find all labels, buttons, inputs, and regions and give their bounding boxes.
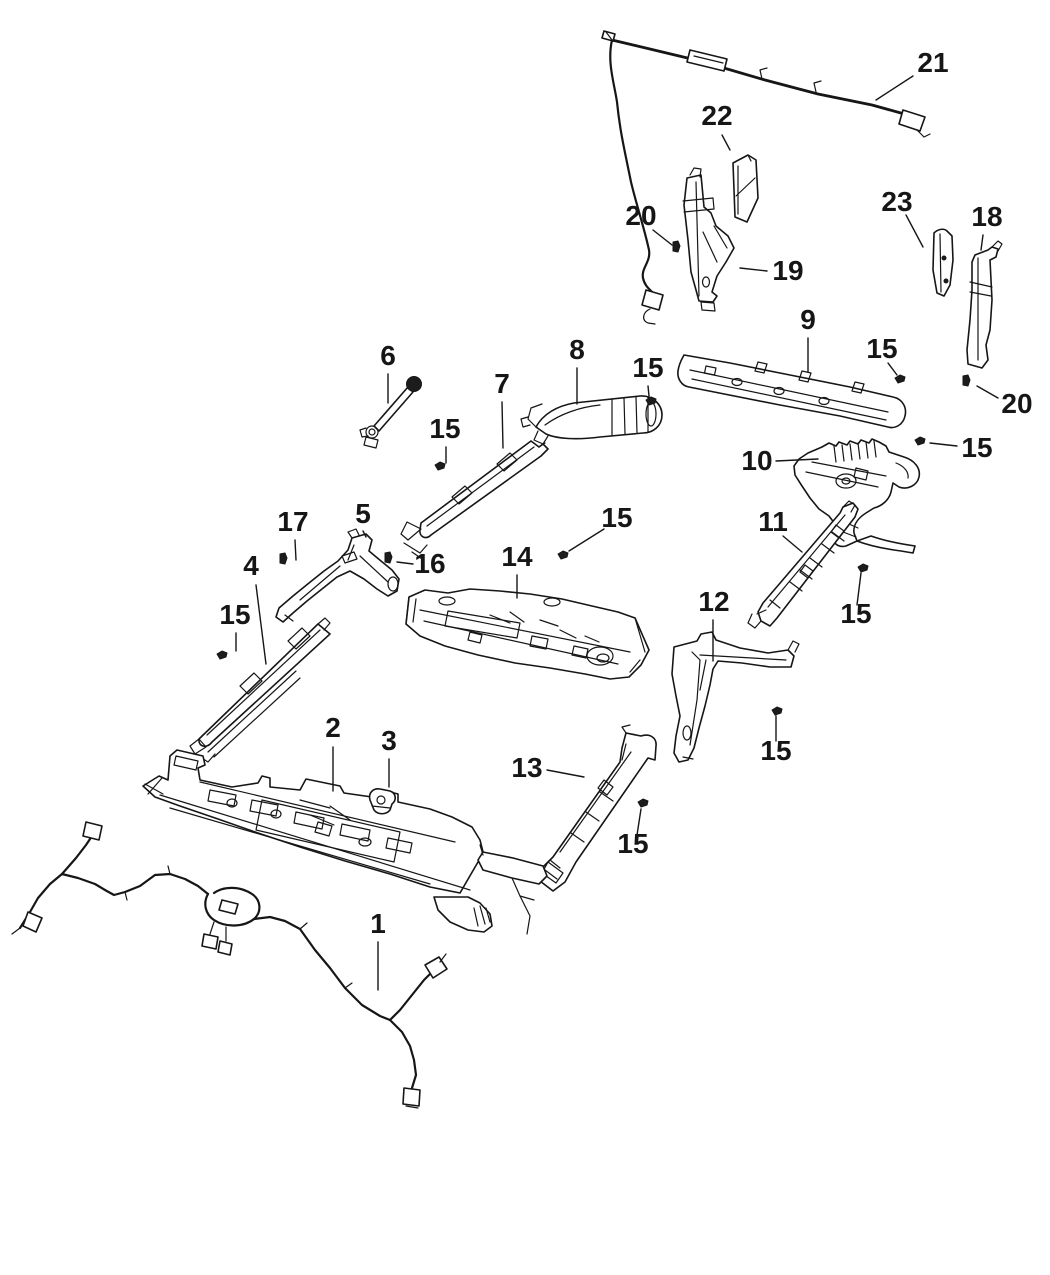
callout-15-4: 15 (601, 502, 632, 533)
callout-15-8: 15 (760, 735, 791, 766)
callout-20-left: 20 (625, 200, 656, 231)
callout-2: 2 (325, 712, 341, 743)
callout-1: 1 (370, 908, 386, 939)
callout-20-right: 20 (1001, 388, 1032, 419)
part-8-corner-duct (520, 395, 663, 445)
callout-15-9: 15 (617, 828, 648, 859)
part-4-side-rail (189, 617, 331, 763)
callout-labels: 1 2 3 4 5 6 7 8 9 10 11 12 13 14 16 17 1… (219, 47, 1032, 939)
part-2-windshield-frame-panel (142, 749, 548, 935)
part-1-wiring-harness (11, 821, 448, 1109)
part-18-pillar-trim (966, 240, 1003, 369)
leader-lines (235, 75, 999, 991)
callout-6: 6 (380, 340, 396, 371)
callout-16: 16 (414, 548, 445, 579)
callout-18: 18 (971, 201, 1002, 232)
callout-21: 21 (917, 47, 948, 78)
part-9-header-rail (677, 354, 907, 429)
callout-22: 22 (701, 100, 732, 131)
part-23-pillar-trim (932, 228, 954, 297)
callout-14: 14 (501, 541, 533, 572)
part-10-corner-bracket (793, 438, 921, 554)
callout-15-3: 15 (632, 352, 663, 383)
part-11-side-rail (747, 500, 859, 629)
callout-3: 3 (381, 725, 397, 756)
screw-15-fasteners (216, 374, 926, 808)
part-7-side-rail (400, 440, 549, 560)
part-14-center-panel (405, 588, 650, 680)
callout-4: 4 (243, 550, 259, 581)
callout-8: 8 (569, 334, 585, 365)
callout-15-7: 15 (840, 598, 871, 629)
callout-15-6: 15 (961, 432, 992, 463)
callout-12: 12 (698, 586, 729, 617)
part-13-side-rail (539, 724, 657, 892)
callout-23: 23 (881, 186, 912, 217)
callout-19: 19 (772, 255, 803, 286)
part-3-bumper (368, 788, 396, 815)
callout-15-2: 15 (429, 413, 460, 444)
callout-15-5: 15 (866, 333, 897, 364)
callout-17: 17 (277, 506, 308, 537)
part-5-corner-bracket (275, 528, 400, 623)
callout-15-1: 15 (219, 599, 250, 630)
callout-13: 13 (511, 752, 542, 783)
callout-10: 10 (741, 445, 772, 476)
part-12-corner-bracket (671, 631, 800, 763)
part-21-roof-wiring-harness (601, 30, 931, 325)
callout-5: 5 (355, 498, 371, 529)
callout-9: 9 (800, 304, 816, 335)
callout-7: 7 (494, 368, 510, 399)
callout-11: 11 (758, 506, 788, 537)
part-6-link-rod (359, 376, 422, 449)
part-19-pillar-trim (682, 167, 735, 312)
part-22-trim-panel (732, 154, 759, 223)
